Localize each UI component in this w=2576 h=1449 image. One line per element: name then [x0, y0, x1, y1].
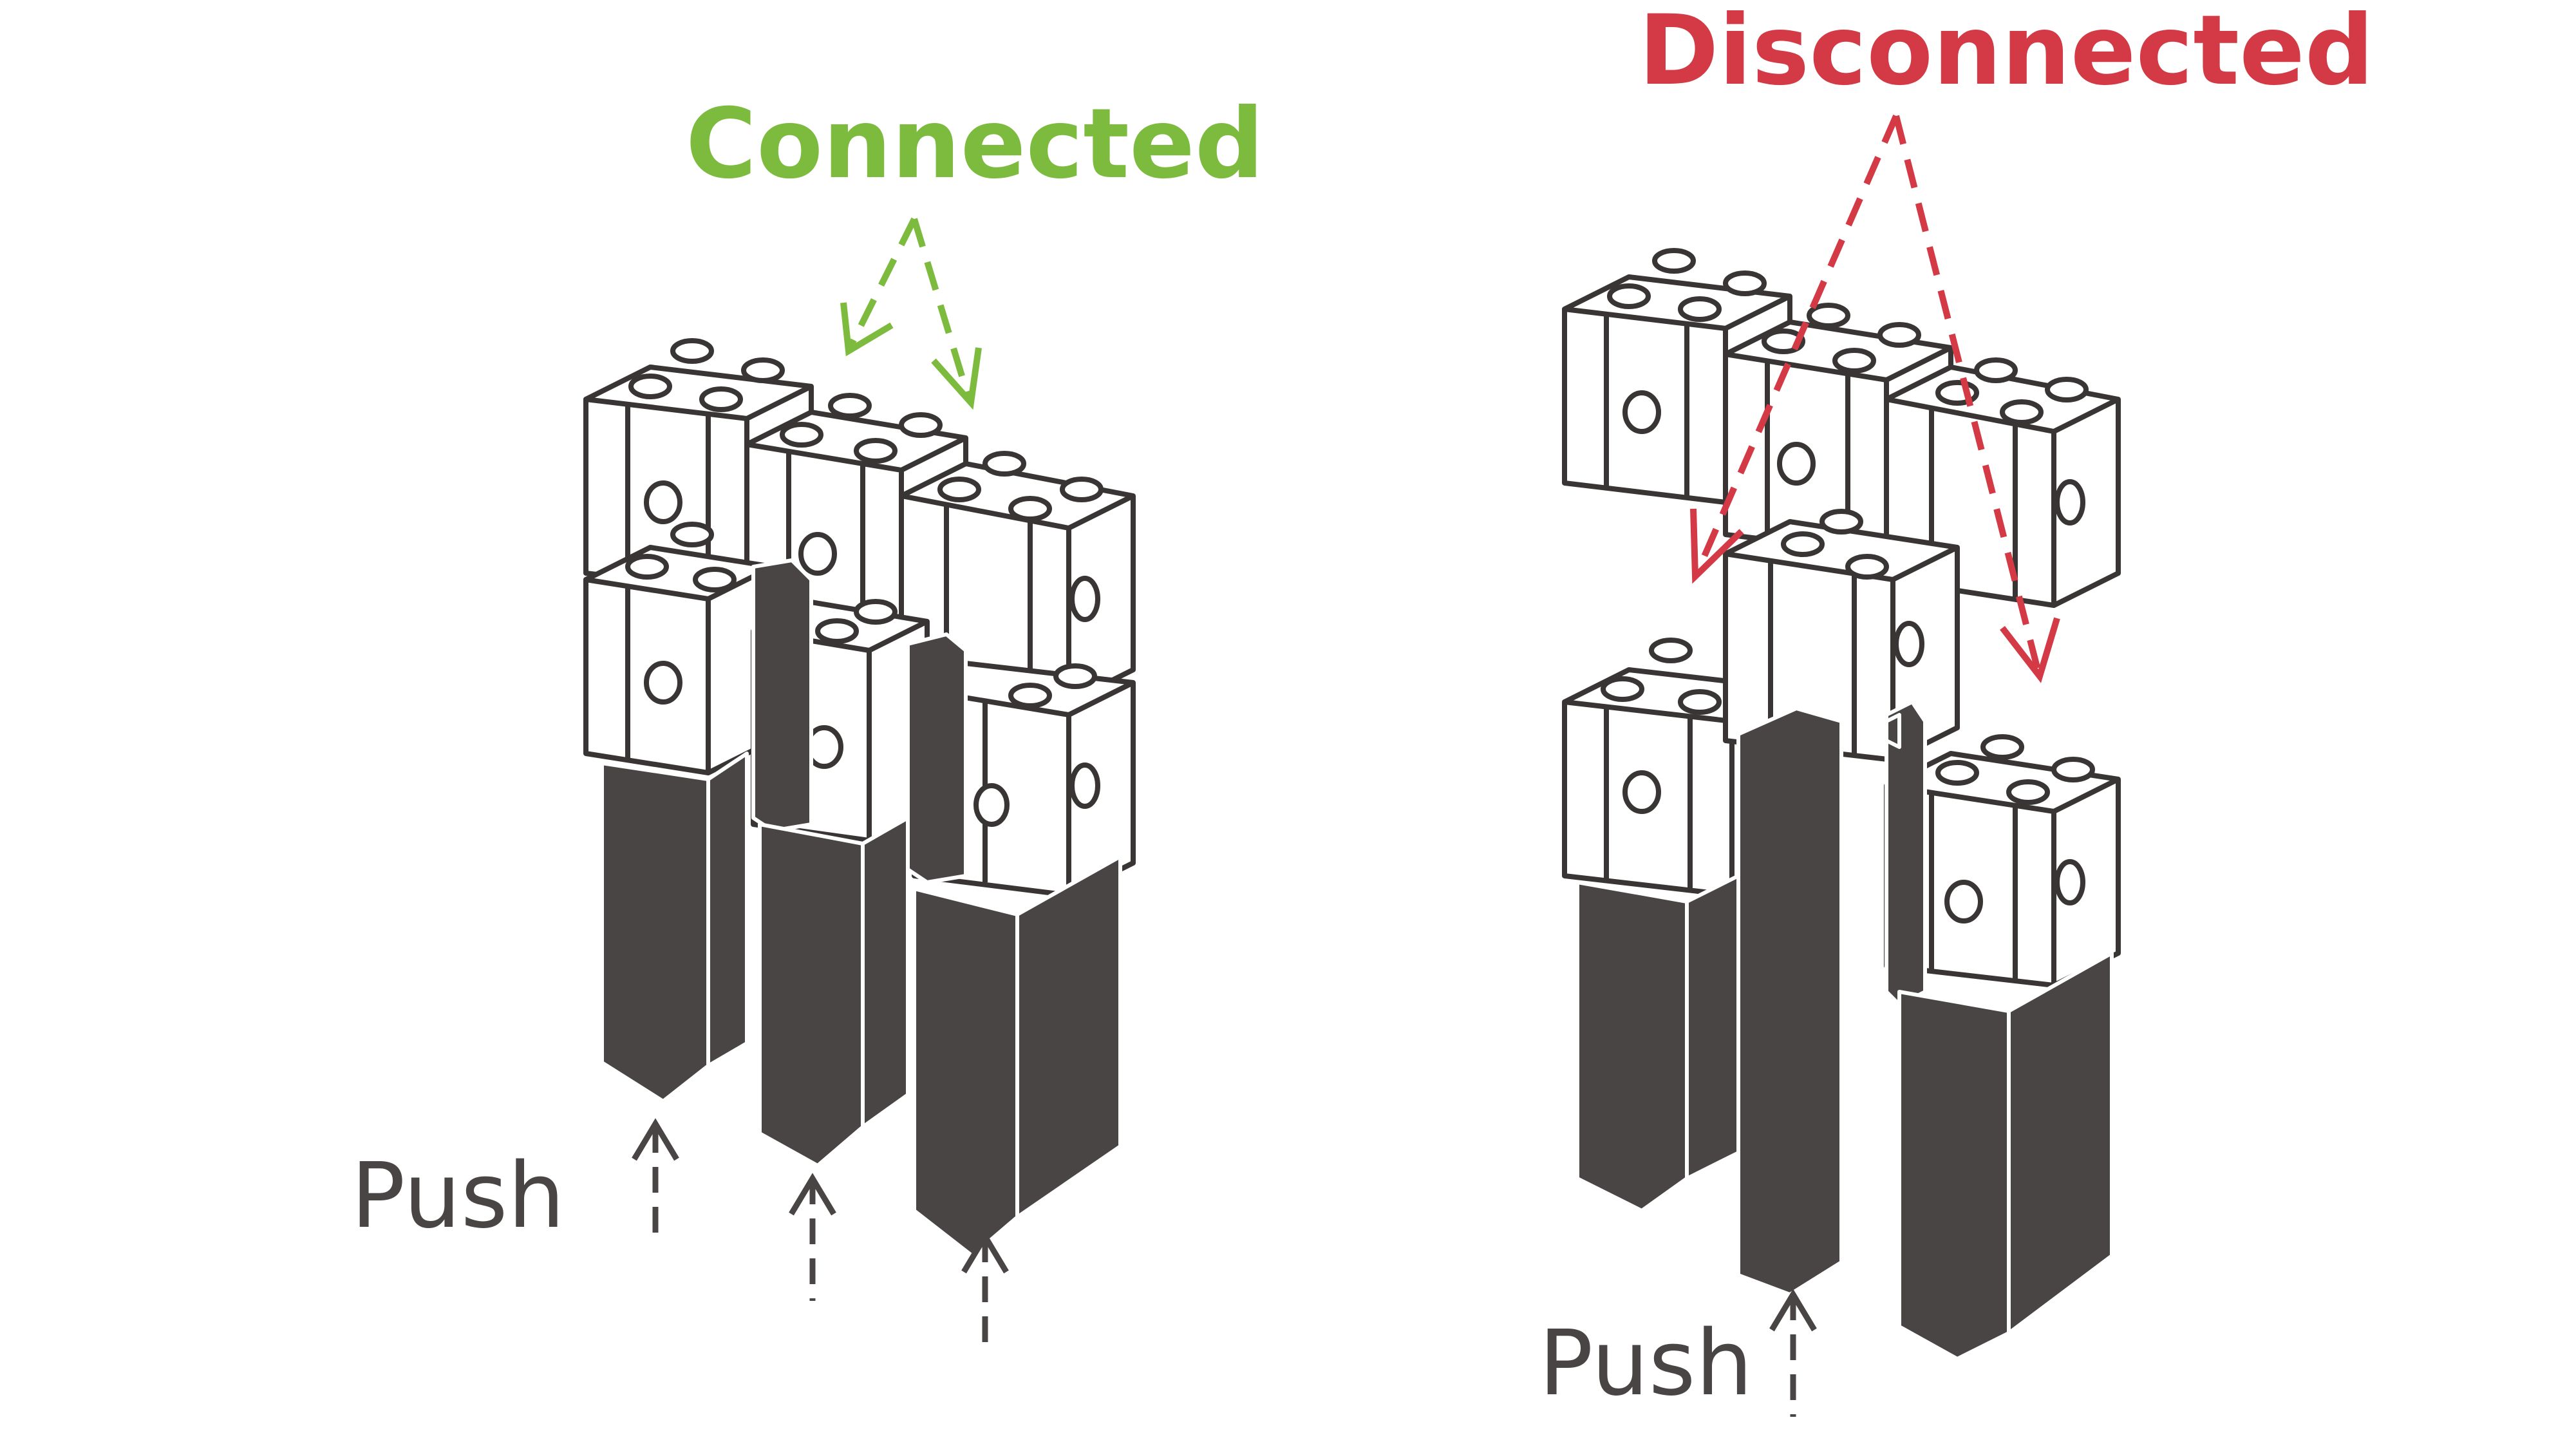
white-block	[583, 522, 775, 775]
white-block	[1884, 734, 2121, 988]
white-block	[1723, 509, 1960, 762]
dark-contact	[1736, 700, 1927, 1296]
dark-contact	[1575, 874, 1740, 1213]
dark-contact	[1897, 951, 2114, 1361]
disconnected-arrows	[1697, 115, 2041, 671]
dark-contact	[906, 632, 1122, 1258]
white-block	[583, 338, 814, 595]
connected-label: Connected	[686, 88, 1264, 200]
connected-assembly	[583, 217, 1136, 1352]
push-label-right: Push	[1539, 1311, 1753, 1416]
dark-contact	[600, 752, 749, 1103]
push-label-left: Push	[351, 1144, 565, 1249]
disconnected-assembly	[1562, 115, 2121, 1417]
push-arrows-left	[632, 1118, 1009, 1352]
push-arrows-right	[1769, 1289, 1817, 1417]
dark-contact	[751, 558, 910, 1168]
disconnected-arrowheads	[1690, 508, 2060, 683]
connected-arrowheads	[840, 302, 982, 410]
disconnected-label: Disconnected	[1639, 0, 2374, 107]
connected-arrows	[847, 217, 972, 401]
